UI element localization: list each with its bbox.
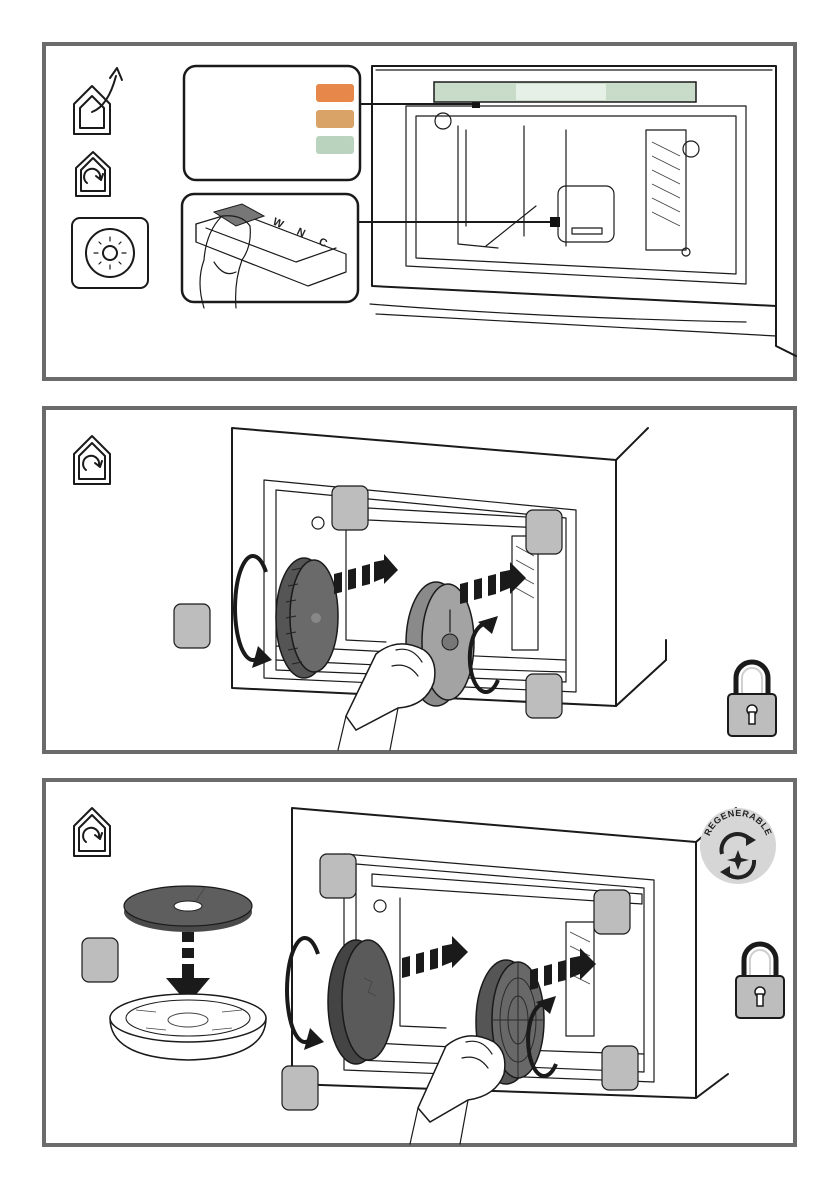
carbon-filter-left [276,558,338,678]
house-exit-icon [74,68,122,134]
step-badge [602,1046,638,1090]
push-arrow-right [530,948,596,990]
step-badge [594,890,630,934]
panel-led-reset: W N C [42,42,797,381]
panel-carbon-filter-install [42,406,797,754]
step-badge [282,1066,318,1110]
house-cycle-icon [74,808,110,856]
push-arrow-left [334,554,398,594]
hood-front [370,66,796,356]
rotate-arrow-left [235,556,272,668]
padlock-icon [728,662,776,736]
step-badge [526,674,562,718]
step-badge [332,486,368,530]
regenerable-filter-left [328,940,394,1064]
panel-3-illustration: REGENERABLE [46,782,801,1151]
led-green [316,136,354,154]
step-badge [526,510,562,554]
house-cycle-icon [76,152,110,196]
panel-1-illustration: W N C [46,46,801,385]
step-badge [320,854,356,898]
step-badge [82,938,118,982]
filter-tray [110,994,266,1060]
insert-arrow-down [166,932,210,1004]
led-orange [316,84,354,102]
house-cycle-icon [74,436,110,484]
hand-holding-filter [338,644,435,750]
led-amber [316,110,354,128]
hand-holding-filter [410,1036,505,1144]
push-arrow-right [460,562,526,604]
panel-2-illustration [46,410,801,758]
filter-disc [124,886,252,932]
regenerable-icon: REGENERABLE [700,808,776,884]
light-dial-icon [72,218,148,288]
panel-regenerable-filter-install: REGENERABLE [42,778,797,1147]
padlock-icon [736,944,784,1018]
step-badge [174,604,210,648]
push-arrow-left [402,936,468,978]
